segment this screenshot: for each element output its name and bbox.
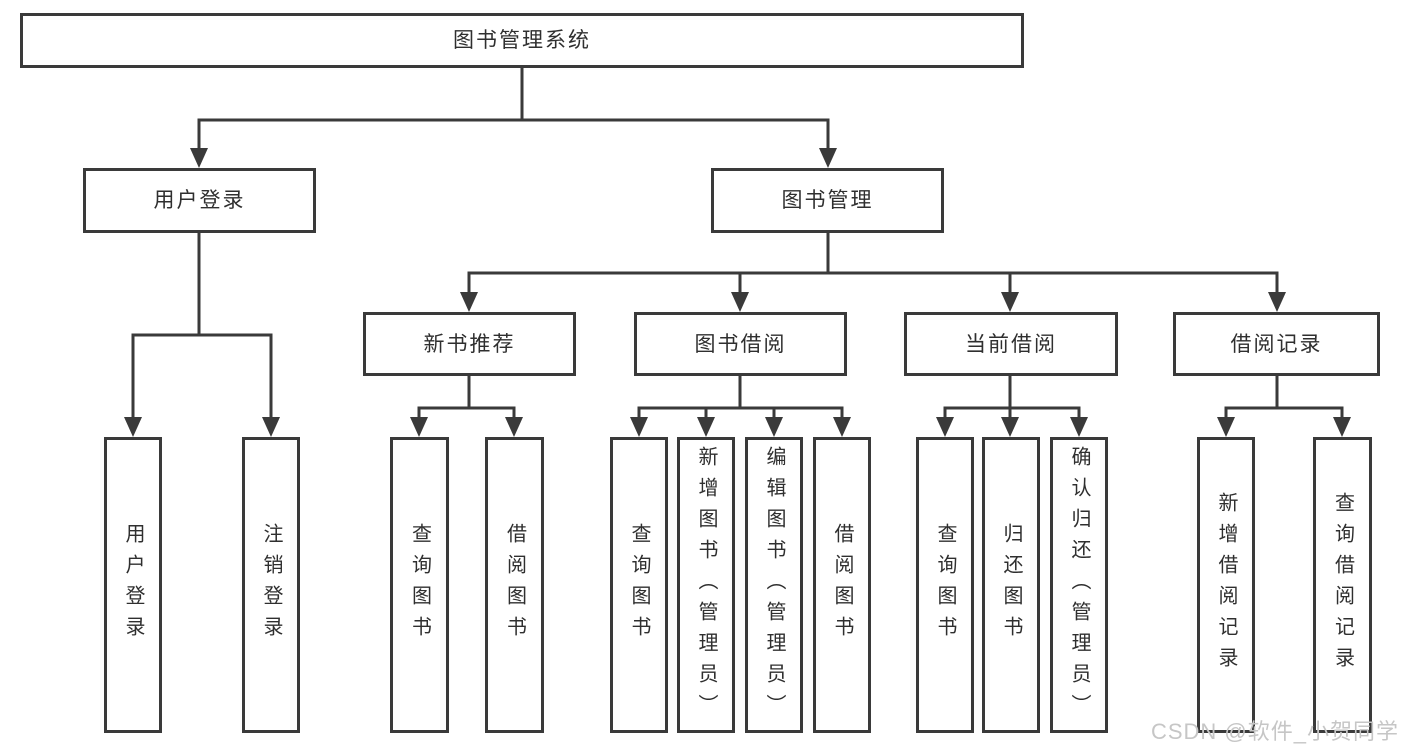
leaf-add-books-admin: 新增图书（管理员） <box>677 437 735 733</box>
arrow-down-icon <box>262 417 280 437</box>
arrow-down-icon <box>936 417 954 437</box>
connector-new-book-split <box>417 374 516 421</box>
leaf-logout: 注销登录 <box>242 437 300 733</box>
node-root-library-system: 图书管理系统 <box>20 13 1024 68</box>
node-label: 图书管理系统 <box>453 29 591 52</box>
leaf-label: 归还图书 <box>1000 523 1022 647</box>
leaf-borrow-books-recommend: 借阅图书 <box>485 437 544 733</box>
leaf-confirm-return-admin: 确认归还（管理员） <box>1050 437 1108 733</box>
arrow-down-icon <box>410 417 428 437</box>
arrow-down-icon <box>1001 417 1019 437</box>
leaf-query-books-recommend: 查询图书 <box>390 437 449 733</box>
leaf-label: 注销登录 <box>260 523 282 647</box>
node-label: 用户登录 <box>153 189 246 212</box>
arrow-down-icon <box>697 417 715 437</box>
node-user-login: 用户登录 <box>83 168 316 233</box>
leaf-edit-books-admin: 编辑图书（管理员） <box>745 437 803 733</box>
arrow-down-icon <box>1268 292 1286 312</box>
leaf-label: 借阅图书 <box>831 523 853 647</box>
connector-current-borrow-split <box>943 374 1081 421</box>
arrow-down-icon <box>505 417 523 437</box>
arrow-down-icon <box>765 417 783 437</box>
arrow-down-icon <box>731 292 749 312</box>
connector-book-mgmt-split <box>467 231 1279 296</box>
node-label: 图书管理 <box>781 189 874 212</box>
arrow-down-icon <box>190 148 208 168</box>
arrow-down-icon <box>1070 417 1088 437</box>
leaf-query-books-current: 查询图书 <box>916 437 974 733</box>
arrow-down-icon <box>1001 292 1019 312</box>
leaf-label: 编辑图书（管理员） <box>763 445 785 725</box>
leaf-label: 查询借阅记录 <box>1331 492 1354 678</box>
leaf-query-borrow-record: 查询借阅记录 <box>1313 437 1372 733</box>
node-new-book-recommend: 新书推荐 <box>363 312 576 376</box>
leaf-label: 新增借阅记录 <box>1215 492 1237 678</box>
arrow-down-icon <box>1217 417 1235 437</box>
leaf-user-login: 用户登录 <box>104 437 162 733</box>
connector-book-borrow-split <box>637 374 844 421</box>
arrow-down-icon <box>833 417 851 437</box>
node-label: 新书推荐 <box>423 332 516 356</box>
leaf-label: 确认归还（管理员） <box>1068 445 1090 725</box>
leaf-label: 借阅图书 <box>503 523 526 647</box>
connector-user-login-split <box>131 231 273 421</box>
node-current-borrow: 当前借阅 <box>904 312 1118 376</box>
node-book-management: 图书管理 <box>711 168 944 233</box>
arrow-down-icon <box>630 417 648 437</box>
arrow-down-icon <box>460 292 478 312</box>
watermark: CSDN @软件_小贺同学 <box>1150 719 1399 744</box>
leaf-label: 新增图书（管理员） <box>695 445 717 725</box>
leaf-borrow-books: 借阅图书 <box>813 437 871 733</box>
arrow-down-icon <box>1333 417 1351 437</box>
node-label: 借阅记录 <box>1230 332 1323 356</box>
leaf-label: 查询图书 <box>934 523 956 647</box>
arrow-down-icon <box>124 417 142 437</box>
leaf-return-books: 归还图书 <box>982 437 1040 733</box>
leaf-label: 查询图书 <box>408 523 431 647</box>
arrow-down-icon <box>819 148 837 168</box>
connector-records-split <box>1224 374 1344 421</box>
node-book-borrow: 图书借阅 <box>634 312 847 376</box>
connector-root-split <box>197 66 830 152</box>
leaf-add-borrow-record: 新增借阅记录 <box>1197 437 1255 733</box>
leaf-label: 用户登录 <box>122 523 144 647</box>
node-borrow-records: 借阅记录 <box>1173 312 1380 376</box>
node-label: 图书借阅 <box>694 332 787 356</box>
node-label: 当前借阅 <box>965 332 1057 356</box>
leaf-query-books-borrow: 查询图书 <box>610 437 668 733</box>
leaf-label: 查询图书 <box>628 523 650 647</box>
